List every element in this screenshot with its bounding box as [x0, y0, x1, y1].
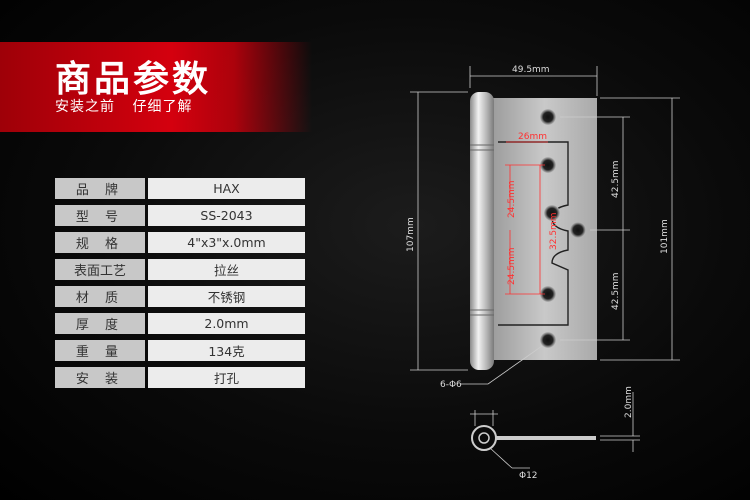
spec-row: 材 质 不锈钢 — [55, 286, 305, 307]
leaf-height-dimension: 101mm — [660, 219, 670, 254]
spec-label: 材 质 — [55, 286, 145, 307]
spec-label: 型 号 — [55, 205, 145, 226]
knuckle-diameter-dimension: Φ12 — [519, 471, 538, 481]
inner-lower-dimension: 24.5mm — [507, 247, 517, 285]
spec-row: 安 装 打孔 — [55, 367, 305, 388]
leaf-side-view — [496, 436, 596, 440]
hinge-barrel — [470, 92, 494, 370]
screw-hole — [540, 286, 556, 302]
spec-value: 打孔 — [148, 367, 305, 388]
spec-value: 拉丝 — [148, 259, 305, 280]
screw-hole — [540, 332, 556, 348]
hole-count-label: 6-Φ6 — [440, 380, 462, 390]
spec-table: 品 牌 HAX 型 号 SS-2043 规 格 4"x3"x.0mm 表面工艺 … — [55, 178, 305, 394]
spec-label: 规 格 — [55, 232, 145, 253]
spec-row: 重 量 134克 — [55, 340, 305, 361]
inner-upper-dimension: 24.5mm — [507, 180, 517, 218]
center-dimension: 32.5mm — [549, 212, 559, 250]
spec-value: 不锈钢 — [148, 286, 305, 307]
spec-value: SS-2043 — [148, 205, 305, 226]
screw-hole — [540, 157, 556, 173]
spec-value: 4"x3"x.0mm — [148, 232, 305, 253]
knuckle-outer — [471, 425, 497, 451]
spec-label: 安 装 — [55, 367, 145, 388]
spec-label: 品 牌 — [55, 178, 145, 199]
spec-value: HAX — [148, 178, 305, 199]
spec-value: 2.0mm — [148, 313, 305, 334]
total-height-dimension: 107mm — [406, 217, 416, 252]
spec-row: 品 牌 HAX — [55, 178, 305, 199]
spec-row: 规 格 4"x3"x.0mm — [55, 232, 305, 253]
page-title: 商品参数 — [55, 59, 212, 100]
spec-label: 重 量 — [55, 340, 145, 361]
spec-label: 厚 度 — [55, 313, 145, 334]
width-dimension: 49.5mm — [512, 65, 550, 75]
header-band — [0, 42, 312, 132]
screw-hole — [570, 222, 586, 238]
subtitle-part-2: 仔细了解 — [132, 99, 193, 115]
spec-row: 表面工艺 拉丝 — [55, 259, 305, 280]
page-subtitle: 安装之前 仔细了解 — [55, 96, 204, 116]
subtitle-part-1: 安装之前 — [55, 99, 115, 115]
spec-value: 134克 — [148, 340, 305, 361]
knuckle-inner — [478, 432, 490, 444]
spec-row: 厚 度 2.0mm — [55, 313, 305, 334]
lower-spacing-dimension: 42.5mm — [611, 272, 621, 310]
spec-label: 表面工艺 — [55, 259, 145, 280]
screw-hole — [544, 205, 560, 221]
spec-row: 型 号 SS-2043 — [55, 205, 305, 226]
screw-hole — [540, 109, 556, 125]
hole-offset-dimension: 26mm — [518, 132, 547, 142]
thickness-dimension: 2.0mm — [624, 386, 634, 418]
upper-spacing-dimension: 42.5mm — [611, 160, 621, 198]
